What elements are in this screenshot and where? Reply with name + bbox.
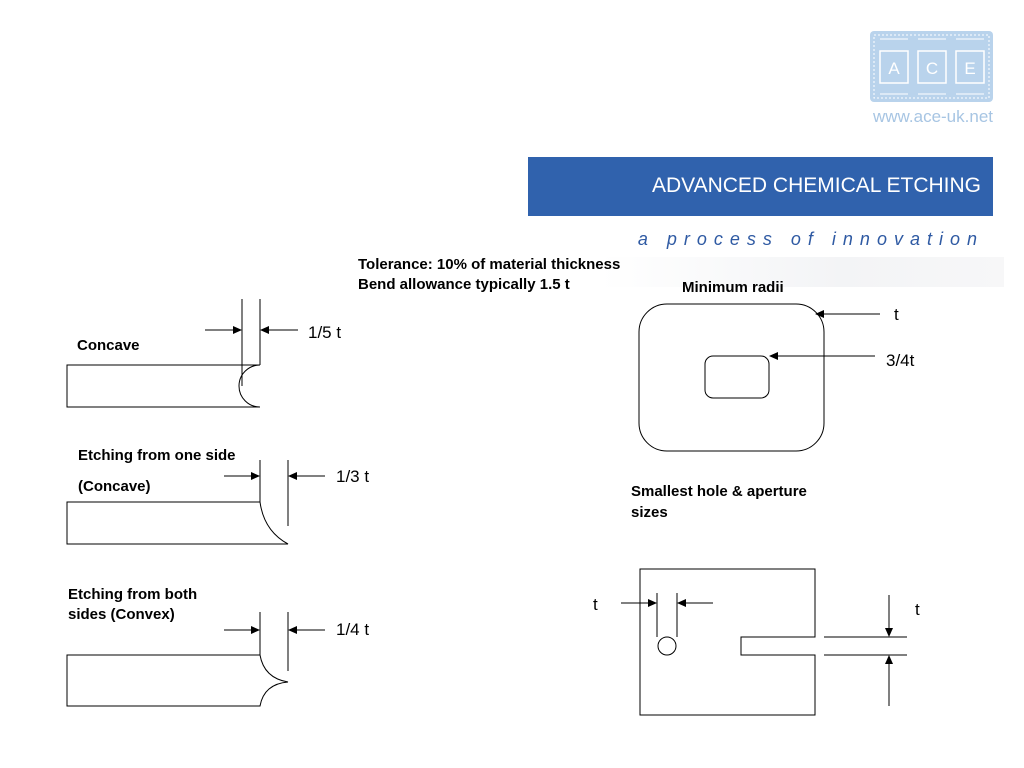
company-name: ADVANCED CHEMICAL ETCHING bbox=[651, 174, 981, 197]
holes-title: Smallest hole & aperture bbox=[631, 483, 807, 500]
concave-bar bbox=[66, 364, 261, 408]
one-side-subtitle: (Concave) bbox=[78, 478, 151, 495]
outer-rounded-rect bbox=[638, 303, 825, 452]
both-sides-subtitle: sides (Convex) bbox=[68, 606, 175, 623]
concave-profile bbox=[66, 299, 298, 408]
logo-letter-a: A bbox=[888, 59, 900, 78]
tagline-fade bbox=[600, 257, 1004, 287]
header-band bbox=[528, 157, 993, 216]
hole-width-label: t bbox=[593, 595, 598, 614]
holes-plate bbox=[639, 568, 816, 716]
logo-letter-c: C bbox=[926, 59, 938, 78]
one-side-title: Etching from one side bbox=[78, 447, 236, 464]
website-url: www.ace-uk.net bbox=[873, 107, 993, 126]
one-side-profile bbox=[66, 460, 325, 545]
one-side-bar bbox=[66, 501, 289, 545]
holes-subtitle: sizes bbox=[631, 504, 668, 521]
slot-width-label: t bbox=[915, 600, 920, 619]
both-sides-title: Etching from both bbox=[68, 586, 198, 603]
tolerance-note: Tolerance: 10% of material thickness bbox=[358, 256, 621, 273]
smallest-hole bbox=[657, 636, 677, 656]
inner-radius-label: 3/4t bbox=[886, 351, 915, 370]
both-sides-dimension-label: 1/4 t bbox=[336, 620, 370, 639]
inner-rounded-rect bbox=[704, 355, 770, 399]
concave-title: Concave bbox=[77, 337, 140, 354]
ace-logo: A C E bbox=[870, 31, 993, 102]
minimum-radii-diagram bbox=[638, 303, 880, 452]
both-sides-bar bbox=[66, 654, 289, 707]
one-side-dimension-label: 1/3 t bbox=[336, 467, 370, 486]
outer-radius-label: t bbox=[894, 305, 899, 324]
concave-dimension-label: 1/5 t bbox=[308, 323, 342, 342]
bend-allowance-note: Bend allowance typically 1.5 t bbox=[358, 276, 570, 293]
tagline: a process of innovation bbox=[637, 229, 984, 249]
minimum-radii-title: Minimum radii bbox=[682, 279, 784, 296]
logo-letter-e: E bbox=[964, 59, 975, 78]
holes-diagram bbox=[621, 568, 907, 716]
both-sides-profile bbox=[66, 612, 325, 707]
